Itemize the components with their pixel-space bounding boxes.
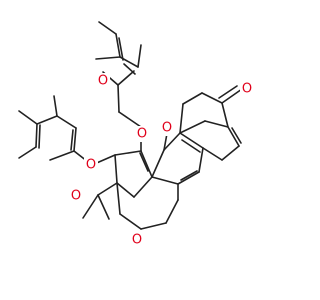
atom-o-ester-top: O: [137, 127, 147, 142]
bond-lines: [18, 21, 243, 230]
atom-o-carbonyl-lactone: O: [242, 82, 252, 97]
atom-o-carbonyl-top: O: [98, 74, 108, 89]
atom-o-ring-pyran: O: [132, 233, 142, 248]
oxygen-labels: O O O O O O O: [69, 73, 254, 248]
molecule-structure: O O O O O O O: [18, 21, 254, 248]
atom-o-ring-lactone: O: [162, 121, 172, 136]
atom-o-carbonyl-left: O: [71, 189, 81, 204]
atom-o-ester-left: O: [86, 158, 96, 173]
